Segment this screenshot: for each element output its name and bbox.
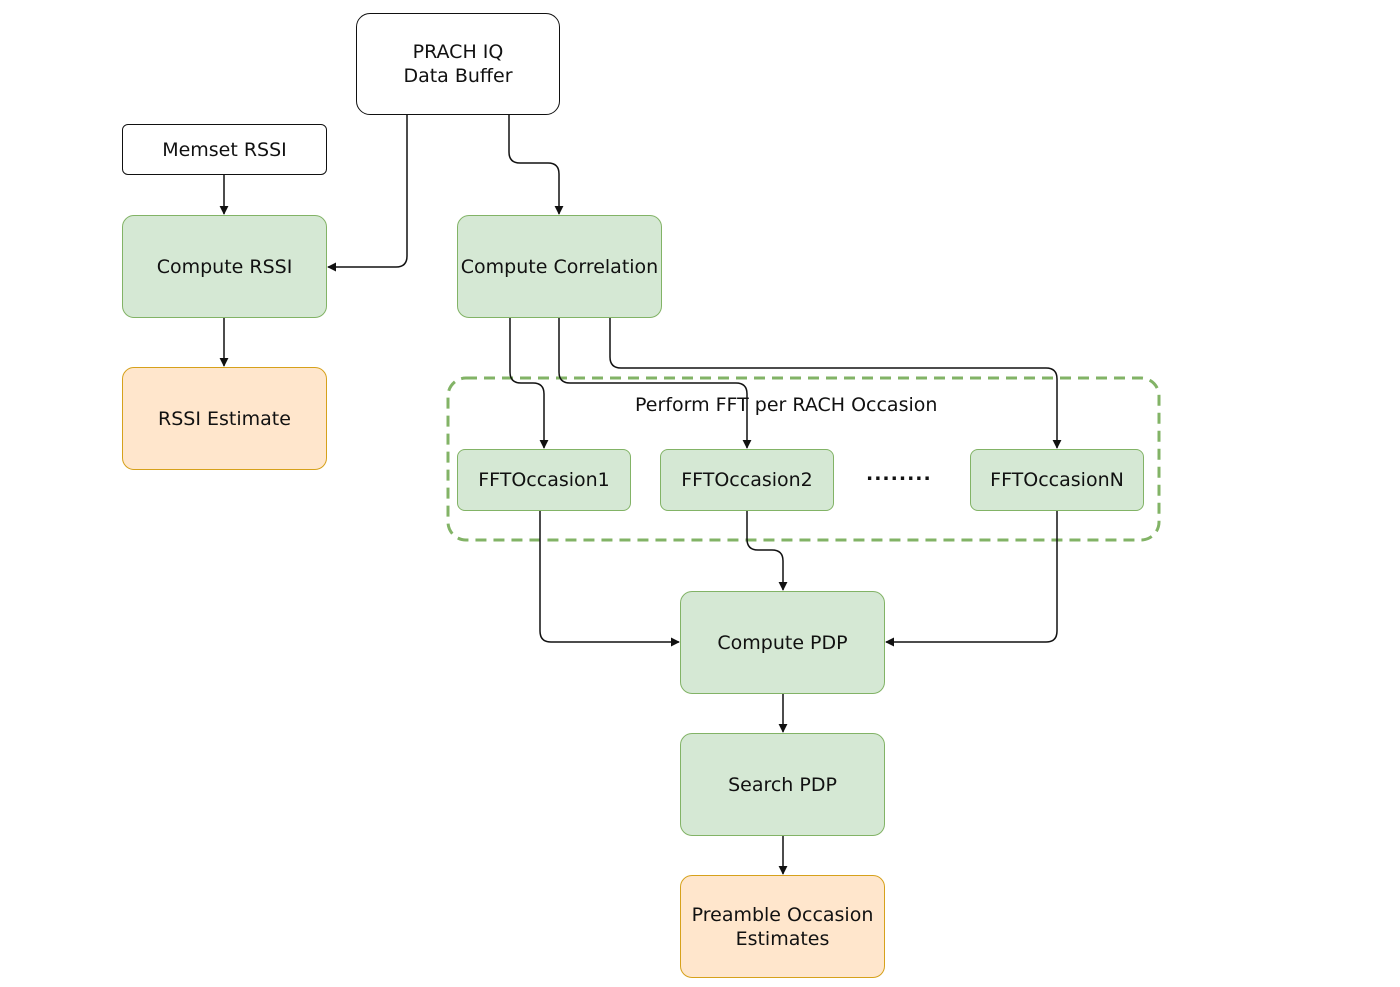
edge-correlation-to-fft2 bbox=[558, 318, 752, 449]
edge-correlation-to-fftn bbox=[609, 318, 1062, 449]
preamble-occasion-estimates-node: Preamble Occasion Estimates bbox=[680, 875, 885, 978]
fft-occasion-n-node: FFTOccasionN bbox=[970, 449, 1144, 511]
edge-fft1-to-compute-pdp bbox=[539, 510, 680, 647]
ellipsis-more-occasions: ........ bbox=[866, 463, 932, 485]
fft-group-label: Perform FFT per RACH Occasion bbox=[635, 394, 938, 416]
preamble-occasion-estimates-label: Preamble Occasion Estimates bbox=[691, 903, 874, 950]
fft-occasion-1-label: FFTOccasion1 bbox=[478, 469, 610, 491]
compute-pdp-label: Compute PDP bbox=[717, 631, 848, 654]
compute-rssi-node: Compute RSSI bbox=[122, 215, 327, 318]
memset-rssi-label: Memset RSSI bbox=[162, 138, 287, 161]
fft-occasion-n-label: FFTOccasionN bbox=[990, 469, 1124, 491]
rssi-estimate-label: RSSI Estimate bbox=[158, 407, 291, 430]
memset-rssi-node: Memset RSSI bbox=[122, 124, 327, 175]
rssi-estimate-node: RSSI Estimate bbox=[122, 367, 327, 470]
edge-buffer-to-compute-rssi bbox=[327, 115, 408, 272]
edge-fftn-to-compute-pdp bbox=[885, 510, 1058, 647]
compute-correlation-label: Compute Correlation bbox=[460, 255, 659, 278]
edge-buffer-to-correlation bbox=[508, 115, 564, 215]
prach-iq-data-buffer-node: PRACH IQ Data Buffer bbox=[356, 13, 560, 115]
prach-iq-data-buffer-label: PRACH IQ Data Buffer bbox=[403, 41, 513, 87]
search-pdp-node: Search PDP bbox=[680, 733, 885, 836]
fft-group-container bbox=[446, 376, 1161, 542]
compute-pdp-node: Compute PDP bbox=[680, 591, 885, 694]
search-pdp-label: Search PDP bbox=[728, 773, 837, 796]
compute-correlation-node: Compute Correlation bbox=[457, 215, 662, 318]
fft-occasion-1-node: FFTOccasion1 bbox=[457, 449, 631, 511]
fft-occasion-2-node: FFTOccasion2 bbox=[660, 449, 834, 511]
edge-correlation-to-fft1 bbox=[509, 318, 549, 449]
fft-occasion-2-label: FFTOccasion2 bbox=[681, 469, 813, 491]
edge-fft2-to-compute-pdp bbox=[746, 510, 788, 591]
compute-rssi-label: Compute RSSI bbox=[156, 255, 293, 278]
